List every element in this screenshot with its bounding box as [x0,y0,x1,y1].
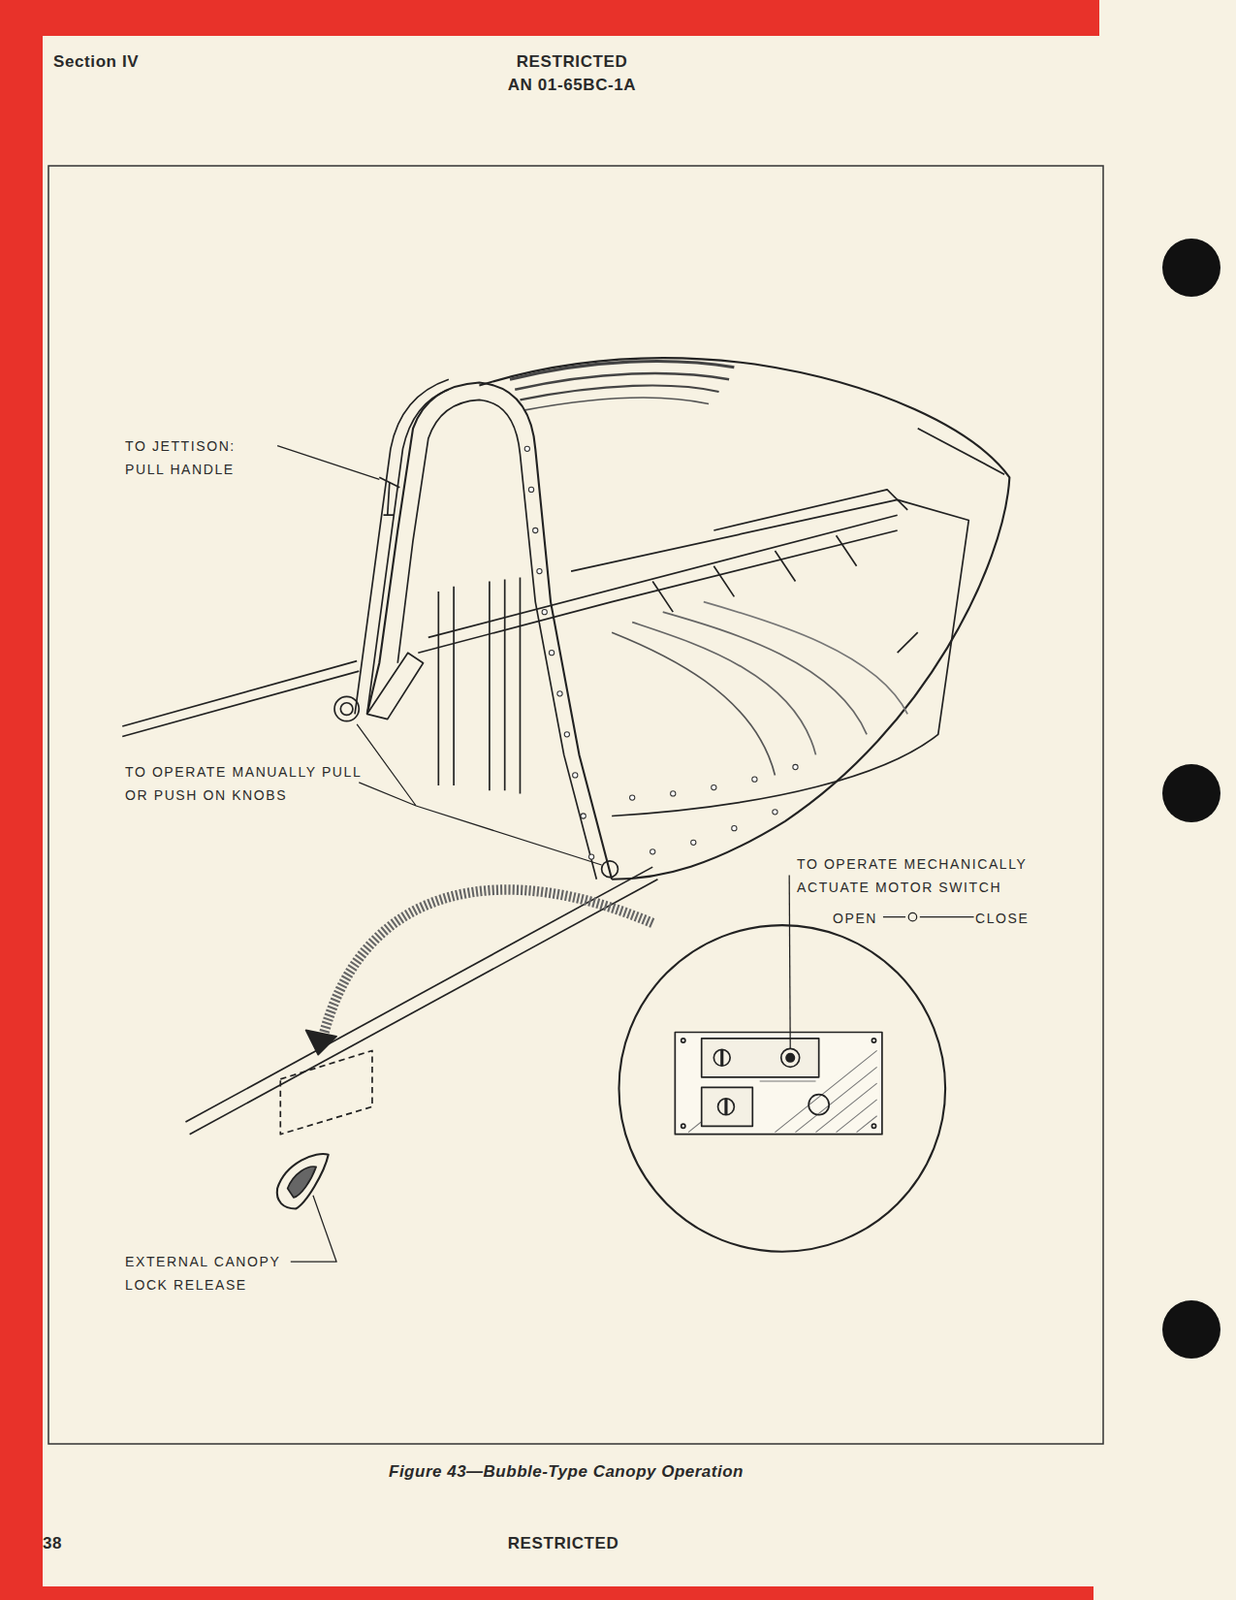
page-header: 38 [42,1533,101,1553]
callout-label: TO JETTISON: PULL HANDLE [125,434,273,481]
red-border [0,1585,1094,1600]
canopy-drawing [122,357,1010,1262]
callout-label: OPEN [832,906,891,930]
red-border [0,0,43,1600]
callout-label: TO OPERATE MANUALLY PULL OR PUSH ON KNOB… [125,760,365,807]
binder-hole [1162,763,1221,823]
figure-frame [48,165,1104,1444]
red-border [0,0,1100,36]
binder-hole [1162,238,1221,297]
callout-label: TO OPERATE MECHANICALLY ACTUATE MOTOR SW… [796,852,1061,899]
callout-label: EXTERNAL CANOPY LOCK RELEASE [125,1249,302,1297]
figure-caption: Figure 43—Bubble-Type Canopy Operation [275,1461,857,1482]
callout-label: CLOSE [975,906,1053,930]
page-header: RESTRICTED [426,52,718,72]
page-header: RESTRICTED [417,1533,709,1553]
page-header: AN 01-65BC-1A [426,75,718,96]
binder-hole [1162,1299,1221,1359]
page-header: Section IV [53,52,248,72]
